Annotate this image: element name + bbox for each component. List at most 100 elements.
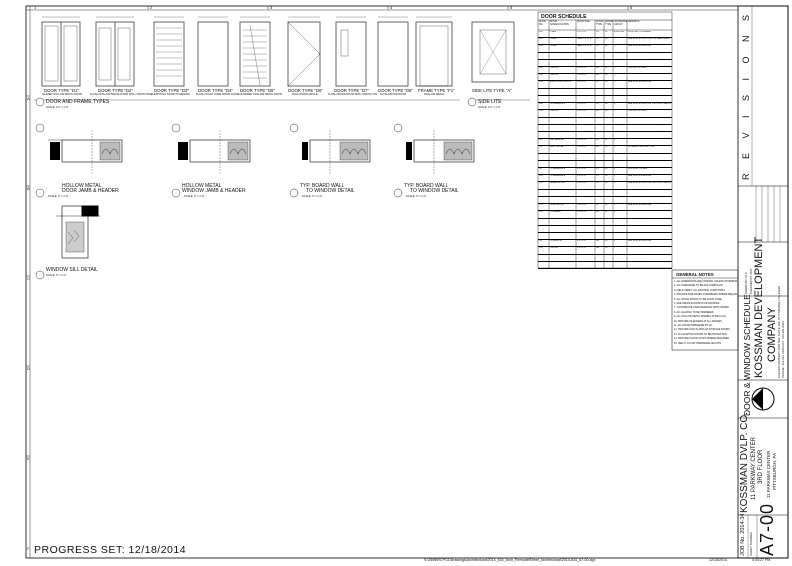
table-cell: D5: [596, 131, 599, 134]
door-type-note: EXISTING DOOR TO REMAIN: [154, 93, 190, 96]
table-cell: 129: [539, 254, 543, 257]
table-cell: SEE SPECIFICATIONS: [628, 203, 652, 206]
table-cell: 3'-0"x7'-0": [577, 160, 587, 163]
scale-label: SCALE: 3" = 1'-0": [406, 195, 427, 198]
table-cell: LOBBY: [550, 37, 558, 40]
table-cell: F1: [605, 52, 608, 55]
table-cell: D8: [596, 73, 599, 76]
project-name: KOSSMAN DVLP. CO.: [739, 412, 750, 513]
table-cell: F1: [605, 160, 608, 163]
general-note-item: 12. PROVIDE KICK PLATES AT STORAGE DOORS…: [674, 328, 731, 332]
table-cell: 1: [614, 196, 616, 199]
table-cell: 103: [539, 66, 543, 69]
general-note-item: 10. PROVIDE SILENCERS AT ALL FRAMES.: [674, 319, 723, 323]
window-sill-drawing: [56, 205, 100, 259]
table-cell: D7: [596, 124, 599, 127]
general-note-item: 6. SEE SPECIFICATIONS FOR FINISHES.: [674, 302, 720, 305]
grid-number: 1: [34, 5, 37, 10]
table-cell: F1: [605, 109, 608, 112]
table-cell: STAIR: [550, 30, 557, 33]
grid-letter: F: [27, 546, 30, 551]
door-schedule-title: DOOR SCHEDULE: [541, 14, 587, 20]
door-type-label: DOOR TYPE "D8": [378, 88, 413, 93]
table-cell: OFFICE: [550, 218, 559, 220]
table-cell: F1: [605, 196, 608, 199]
table-cell: 003: [539, 44, 543, 47]
table-cell: 3'-0"x7'-0": [577, 153, 587, 156]
table-cell: D1: [596, 189, 599, 192]
table-cell: SEE SPECIFICATIONS FOR HARDWARE. PROVIDE…: [628, 37, 671, 40]
table-cell: LOBBY: [550, 44, 558, 47]
table-cell: 104: [539, 73, 543, 76]
table-cell: OFFICE LOCKSET: [628, 109, 647, 112]
table-cell: STOREROOM FUNCTION: [628, 145, 655, 148]
table-cell: CONFERENCE: [550, 174, 566, 177]
general-note-item: 3. FIELD VERIFY ALL EXISTING CONDITIONS.: [674, 288, 726, 292]
table-cell: D4: [596, 153, 599, 156]
table-cell: 4: [614, 210, 616, 213]
table-cell: 3'-0"x7'-0": [577, 102, 587, 105]
scale-label: SCALE: 3" = 1'-0": [48, 195, 69, 198]
table-cell: SEE SPECIFICATIONS: [628, 174, 652, 177]
table-cell: CONFERENCE: [550, 95, 566, 98]
table-cell: F1: [605, 246, 608, 249]
table-cell: F1: [605, 80, 608, 83]
side-lite-label: SIDE LITE TYPE "A": [472, 88, 512, 93]
table-cell: OFFICE: [550, 246, 559, 249]
door-type-note: FLUSH SOLID CORE WOOD DOOR: [196, 93, 239, 96]
table-cell: 4: [614, 145, 616, 148]
table-cell: MECHANICAL: [550, 138, 565, 141]
table-cell: D8: [596, 160, 599, 163]
table-cell: F1: [605, 73, 608, 76]
jamb-details: [48, 130, 475, 175]
table-cell: OFFICE: [550, 225, 559, 228]
table-cell: D8: [596, 59, 599, 62]
table-cell: OFFICE LOCKSET: [628, 218, 647, 220]
table-cell: 113: [539, 138, 543, 141]
project-address: 11 PARKWAY CENTER: [751, 436, 757, 500]
frame-type-note: HOLLOW METAL: [424, 93, 445, 96]
door-type-label: DOOR TYPE "D3": [154, 88, 189, 93]
table-cell: OFFICE: [550, 117, 559, 120]
sheet-title: DOOR & WINDOW SCHEDULE: [742, 294, 752, 416]
table-cell: F1: [605, 153, 608, 156]
company-logo-icon: [751, 387, 775, 411]
table-cell: 117: [539, 167, 543, 170]
table-cell: D6: [596, 239, 599, 242]
table-cell: OFFICE LOCKSET: [628, 59, 647, 62]
table-cell: 3'-0"x7'-0": [577, 73, 587, 76]
table-cell: 3'-0"x7'-0": [577, 232, 587, 235]
table-cell: 124: [539, 218, 543, 220]
table-cell: 2: [614, 73, 616, 76]
table-cell: STORAGE: [550, 153, 561, 156]
table-cell: EXISTING TO REMAIN: [628, 261, 651, 264]
table-cell: PROVIDE CLOSER: [628, 167, 648, 170]
column-header: DOOR NO.: [539, 21, 546, 26]
table-cell: D8: [596, 109, 599, 112]
table-cell: F1: [605, 167, 608, 170]
table-cell: 127: [539, 239, 543, 242]
table-cell: SEE SPECIFICATIONS: [628, 239, 652, 242]
table-cell: SEE SPECIFICATIONS. PROVIDE CARD READER: [628, 102, 671, 105]
scale-label: SCALE: 1/4" = 1'-0": [478, 106, 501, 109]
scale-label: SCALE: 3" = 1'-0": [184, 195, 205, 198]
table-cell: PAIR 3'-0"x7'-0": [577, 189, 593, 192]
table-cell: 1: [614, 44, 616, 47]
door-type-label: DOOR TYPE "D5": [240, 88, 275, 93]
scale-label: SCALE: 1/4" = 1'-0": [46, 106, 69, 109]
table-cell: 3'-0"x7'-0": [577, 66, 587, 69]
general-note-item: 2. ALL HARDWARE TO BE ADA COMPLIANT.: [674, 284, 724, 288]
sheet-number: A7-00: [757, 502, 777, 556]
table-cell: 2: [614, 80, 616, 83]
